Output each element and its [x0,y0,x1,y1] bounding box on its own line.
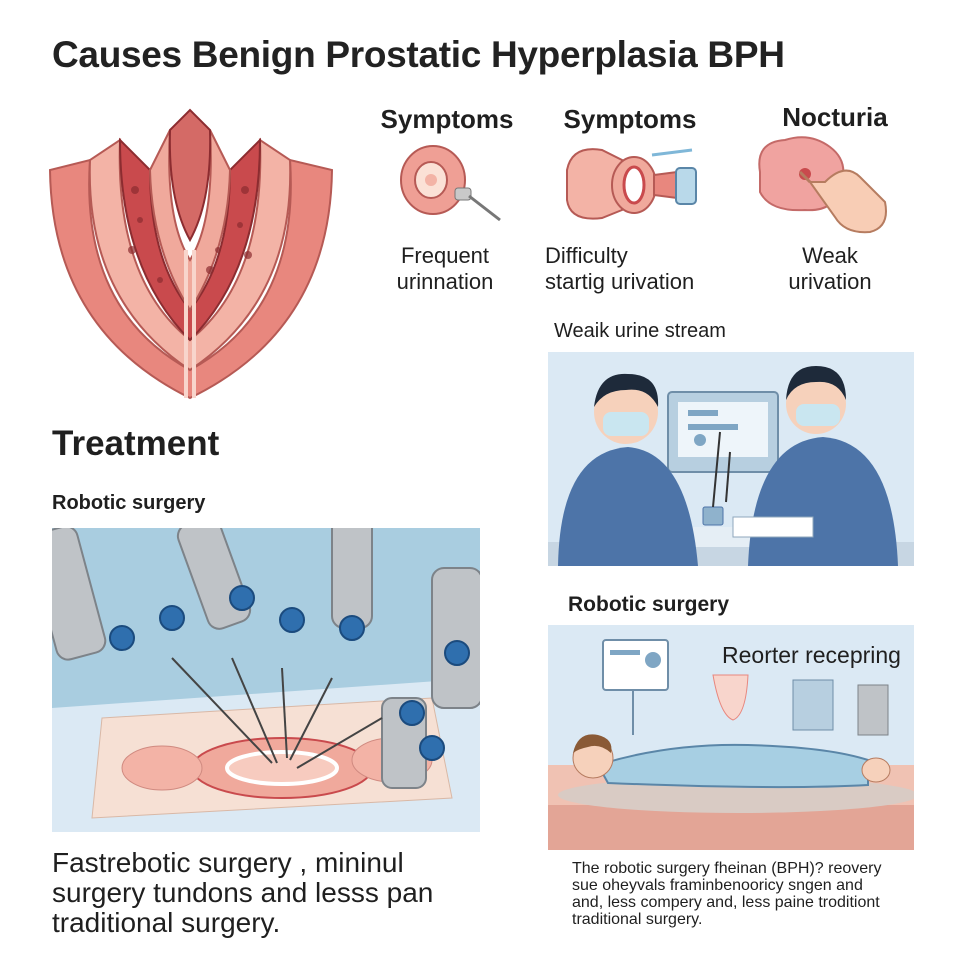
bottom-right-line-1: The robotic surgery fheinan (BPH)? reove… [572,860,882,877]
symptom-2-heading: Symptoms [563,104,697,134]
robotic-surgery-label-left: Robotic surgery [52,492,206,514]
weak-stream-label: Weaik urine stream [554,320,726,342]
bottom-left-description: Fastrebotic surgery , mininul surgery tu… [52,848,512,938]
doctors-illustration [548,352,914,566]
bottom-left-line-3: traditional surgery. [52,907,281,938]
symptom-2-caption-line2: startig urivation [545,269,695,294]
urinary-tract-icon [566,148,697,220]
hand-pointing-icon [758,136,887,234]
symptom-3-caption-line1: Weak [802,243,858,268]
bottom-left-line-2: surgery tundons and lesss pan [52,877,434,908]
recovery-illustration [548,625,914,850]
bottom-left-line-1: Fastrebotic surgery , mininul [52,847,404,878]
prostate-anatomy-illustration [48,108,334,400]
symptom-3-caption-line2: urivation [788,269,872,294]
symptom-2-caption-line1: Difficulty [545,243,628,268]
treatment-heading: Treatment [52,424,220,463]
recovery-label: Reorter recepring [722,642,901,668]
symptom-1-caption-line1: Frequent [400,243,490,268]
bottom-right-line-2: sue oheyvals framinbenooricy sngen and [572,877,863,894]
robotic-surgery-label-right: Robotic surgery [568,593,730,616]
bottom-right-line-4: traditional surgery. [572,911,703,928]
symptom-1-heading: Symptoms [380,104,514,134]
page-title: Causes Benign Prostatic Hyperplasia BPH [52,34,785,75]
prostate-syringe-icon [400,145,501,222]
symptom-2-caption: Difficulty startig urivation [545,243,755,295]
bottom-right-line-3: and, less compery and, less paine trodit… [572,894,880,911]
symptom-3-caption: Weak urivation [725,243,935,295]
symptom-1-caption-line2: urinnation [396,269,494,294]
robotic-surgery-illustration [52,528,480,832]
symptom-1-caption: Frequent urinnation [340,243,550,295]
bottom-right-description: The robotic surgery fheinan (BPH)? reove… [572,860,912,928]
symptom-3-heading: Nocturia [782,102,888,132]
